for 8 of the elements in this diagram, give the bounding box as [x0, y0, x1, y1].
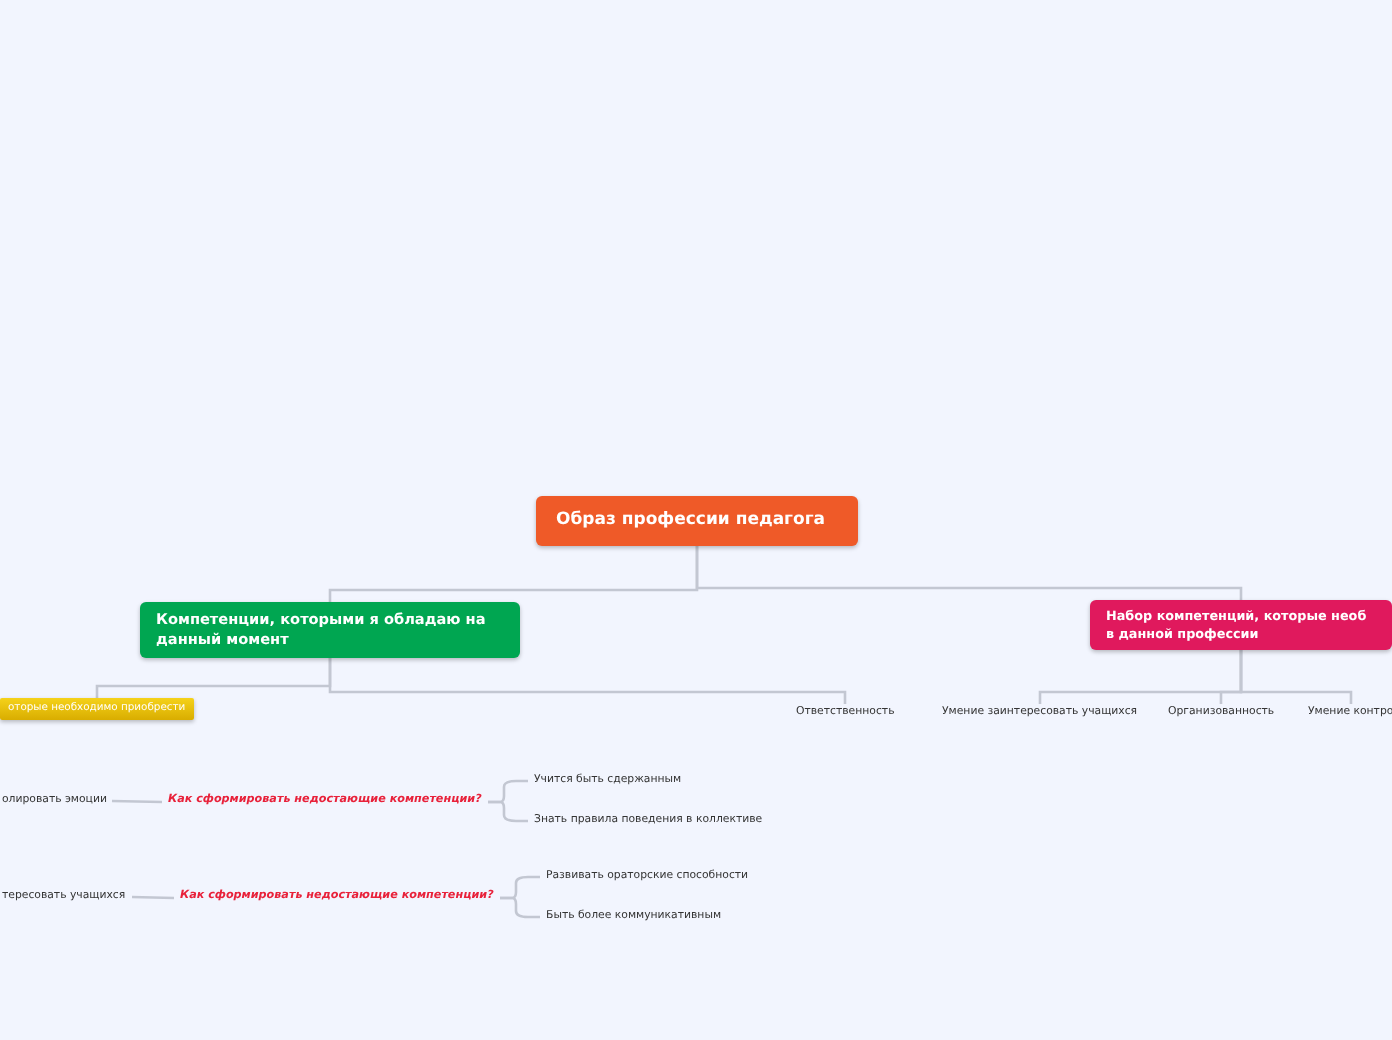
- connector-line: [488, 800, 528, 823]
- connector-line: [1239, 650, 1353, 704]
- central-topic: Образ профессии педагога: [536, 496, 858, 547]
- connector-line: [695, 546, 1243, 600]
- connector-line: [131, 895, 175, 900]
- connector-line: [111, 799, 163, 804]
- connector-line: [328, 658, 847, 704]
- connector-line: [500, 896, 540, 919]
